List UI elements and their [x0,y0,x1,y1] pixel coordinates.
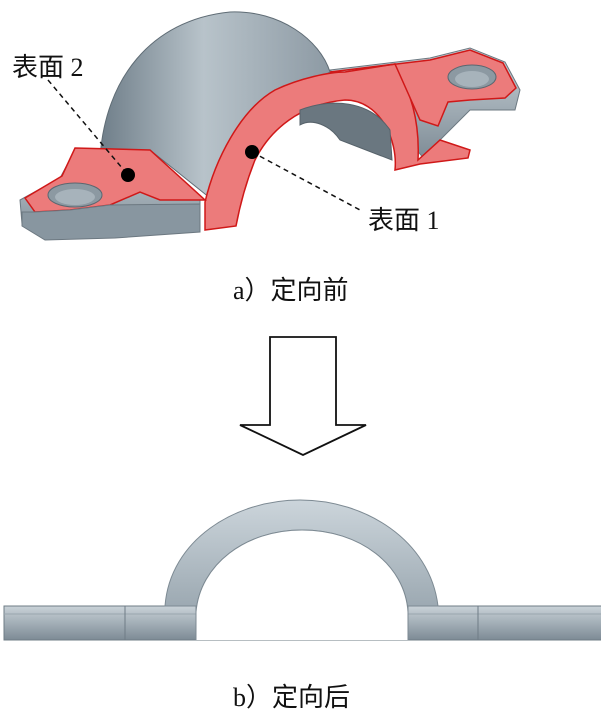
right-bolt-hole-inner [455,71,489,87]
down-arrow [239,336,367,456]
part-after-orientation [3,499,601,641]
left-flange-side [21,203,201,241]
part-before-orientation [19,11,521,241]
leader-surface-2 [47,79,129,176]
left-bolt-hole-inner [55,189,95,205]
label-surface-2: 表面 2 [12,53,84,82]
arch-inner [299,102,393,161]
arch-hollow [196,530,408,640]
surface-1-dot [245,145,259,159]
arch-inner-outline [195,529,409,640]
caption-after: b）定向后 [233,683,351,712]
caption-before: a）定向前 [233,276,349,305]
surface-2-dot [121,168,135,182]
label-surface-1: 表面 1 [368,206,440,235]
leader-surface-1 [251,151,361,211]
surface-1-face [204,63,471,231]
